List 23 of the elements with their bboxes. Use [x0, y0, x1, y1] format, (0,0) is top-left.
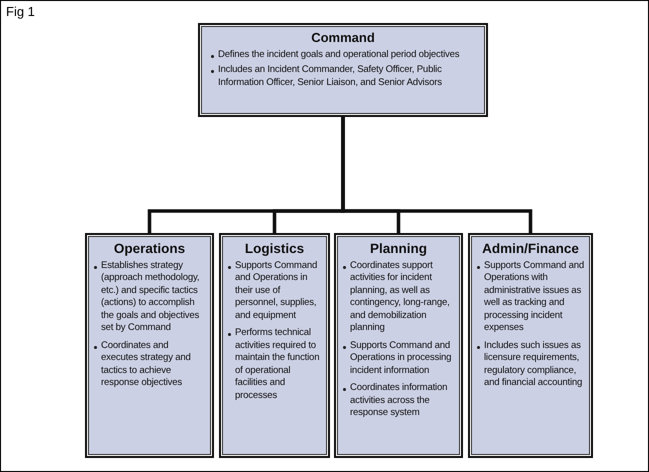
- bullet-text: Coordinates support activities for incident planning, as well as contingency, long-range, and demobilization planning: [342, 260, 455, 335]
- bullet-text: Supports Command and Operations in their use of personnel, supplies, and equipment: [227, 260, 322, 322]
- bullet-text: Supports Command and Operations in processing incident information: [342, 340, 455, 378]
- connector-line: [341, 117, 532, 233]
- box-heading: Planning: [369, 241, 428, 256]
- bullet-text: Includes such issues as licensure requirements, regulatory compliance, and financial accounting: [476, 340, 585, 390]
- org-box: [334, 233, 463, 458]
- box-heading: Logistics: [244, 241, 306, 256]
- box-heading: Operations: [112, 241, 186, 256]
- bullet-text: Supports Command and Operations with administrative issues as well as tracking and processing incident expenses: [476, 260, 585, 335]
- box-heading: Admin/Finance: [481, 241, 580, 256]
- org-box: [198, 23, 488, 117]
- box-heading: Command: [310, 30, 376, 45]
- bullet-text: Defines the incident goals and operational period objectives: [210, 49, 476, 62]
- figure-title: Fig 1: [6, 4, 35, 19]
- org-box: [468, 233, 593, 458]
- org-box: [219, 233, 330, 458]
- bullet-text: Performs technical activities required to maintain the function of operational facilities and processes: [227, 327, 322, 402]
- bullet-text: Includes an Incident Commander, Safety Officer, Public Information Officer, Senior Liaison, and Senior Advisors: [210, 64, 476, 90]
- bullet-text: Coordinates and executes strategy and tactics to achieve response objectives: [93, 340, 206, 390]
- bullet-text: Coordinates information activities across the response system: [342, 382, 455, 420]
- org-box: [85, 233, 214, 458]
- bullet-text: Establishes strategy (approach methodology, etc.) and specific tactics (actions) to accomplish the goals and objectives set by Command: [93, 260, 206, 335]
